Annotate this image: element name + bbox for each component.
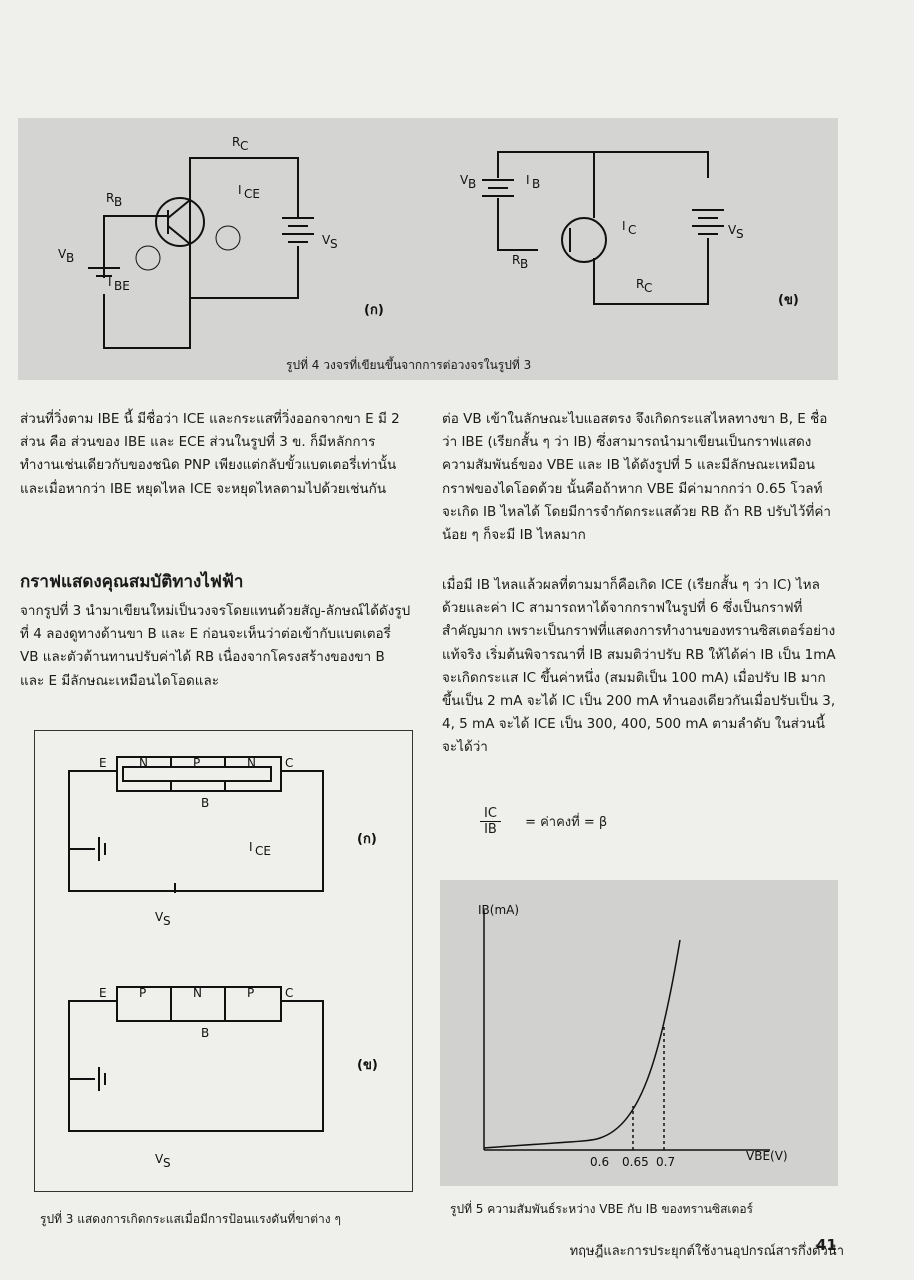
svg-text:B: B [468, 177, 476, 191]
svg-text:R: R [232, 135, 240, 149]
left-paragraph-text: ส่วนที่วิ่งตาม IBE นี้ มีชื่อว่า ICE และ… [20, 411, 400, 497]
svg-text:B: B [201, 796, 209, 810]
svg-text:I: I [238, 183, 242, 197]
figure-4a-tag: (ก) [364, 303, 384, 318]
svg-text:R: R [106, 191, 114, 205]
left-paragraph-2: จากรูปที่ 3 นำมาเขียนใหม่เป็นวงจรโดยแทนด… [20, 600, 412, 693]
bottom-layer-p2: P [247, 986, 254, 1000]
figure-5-caption: รูปที่ 5 ความสัมพันธ์ระหว่าง VBE กับ IB … [450, 1202, 753, 1216]
section-heading: กราฟแสดงคุณสมบัติทางไฟฟ้า [20, 572, 244, 592]
tick-0-7: 0.7 [656, 1155, 675, 1169]
formula-rhs: = ค่าคงที่ = β [525, 815, 608, 830]
figure-3a-tag: (ก) [357, 832, 377, 847]
formula-numerator: IC [480, 806, 501, 822]
vce-symbol [215, 225, 241, 251]
figure-5-box: IB(mA) VBE(V) 0.6 0.65 0.7 [440, 880, 838, 1186]
svg-text:CE: CE [255, 844, 271, 858]
svg-text:R: R [636, 277, 644, 291]
svg-text:V: V [460, 173, 469, 187]
figure-4-caption: รูปที่ 4 วงจรที่เขียนขึ้นจากการต่อวงจรใน… [286, 358, 532, 372]
svg-text:C: C [285, 756, 293, 770]
top-layer-p: P [193, 756, 200, 770]
right-paragraph-text: ต่อ VB เข้าในลักษณะไบแอสตรง จึงเกิดกระแส… [442, 411, 831, 544]
svg-text:V: V [155, 910, 164, 924]
right-paragraph: ต่อ VB เข้าในลักษณะไบแอสตรง จึงเกิดกระแส… [442, 408, 838, 547]
svg-text:S: S [330, 237, 338, 251]
svg-text:V: V [155, 1152, 164, 1166]
tick-0-65: 0.65 [622, 1155, 649, 1169]
svg-text:B: B [66, 251, 74, 265]
figure-4b-tag: (ข) [778, 293, 799, 308]
figure-5-xlabel: VBE(V) [746, 1149, 788, 1163]
svg-text:C: C [644, 281, 652, 295]
right-paragraph-2-text: เมื่อมี IB ไหลแล้วผลที่ตามมาก็คือเกิด IC… [442, 577, 836, 756]
svg-text:I: I [249, 840, 253, 854]
svg-text:I: I [622, 219, 626, 233]
svg-text:I: I [526, 173, 530, 187]
tick-0-6: 0.6 [590, 1155, 609, 1169]
svg-text:B: B [114, 195, 122, 209]
svg-text:S: S [736, 227, 744, 241]
book-footer: ทฤษฎีและการประยุกต์ใช้งานอุปกรณ์สารกึ่งต… [569, 1244, 844, 1259]
figure-3-caption: รูปที่ 3 แสดงการเกิดกระแสเมื่อมีการป้อนแ… [40, 1212, 341, 1226]
svg-text:C: C [240, 139, 248, 153]
figure-5-ylabel: IB(mA) [478, 903, 519, 917]
left-paragraph: ส่วนที่วิ่งตาม IBE นี้ มีชื่อว่า ICE และ… [20, 408, 412, 501]
vbe-ib-curve [483, 939, 681, 1149]
svg-text:V: V [322, 233, 331, 247]
svg-text:BE: BE [114, 279, 130, 293]
beta-formula: IC IB = ค่าคงที่ = β [480, 806, 607, 837]
svg-text:V: V [58, 247, 67, 261]
figure-3b-tag: (ข) [357, 1058, 378, 1073]
bottom-layer-n: N [193, 986, 202, 1000]
svg-text:S: S [163, 1156, 171, 1170]
svg-text:C: C [285, 986, 293, 1000]
bottom-layer-p1: P [139, 986, 146, 1000]
svg-text:I: I [108, 275, 112, 289]
top-layer-n2: N [247, 756, 256, 770]
svg-text:E: E [99, 986, 107, 1000]
figure-5-graph: IB(mA) VBE(V) 0.6 0.65 0.7 [478, 903, 788, 1169]
svg-text:B: B [532, 177, 540, 191]
left-paragraph-2-text: จากรูปที่ 3 นำมาเขียนใหม่เป็นวงจรโดยแทนด… [20, 603, 411, 689]
svg-text:S: S [163, 914, 171, 928]
vbe-symbol [135, 245, 161, 271]
right-paragraph-2: เมื่อมี IB ไหลแล้วผลที่ตามมาก็คือเกิด IC… [442, 574, 838, 760]
top-layer-n1: N [139, 756, 148, 770]
svg-text:B: B [520, 257, 528, 271]
page-number: 41 [816, 1236, 837, 1254]
svg-text:CE: CE [244, 187, 260, 201]
formula-denominator: IB [484, 822, 497, 837]
svg-text:E: E [99, 756, 107, 770]
svg-text:C: C [628, 223, 636, 237]
svg-text:V: V [728, 223, 737, 237]
svg-text:B: B [201, 1026, 209, 1040]
svg-text:R: R [512, 253, 520, 267]
